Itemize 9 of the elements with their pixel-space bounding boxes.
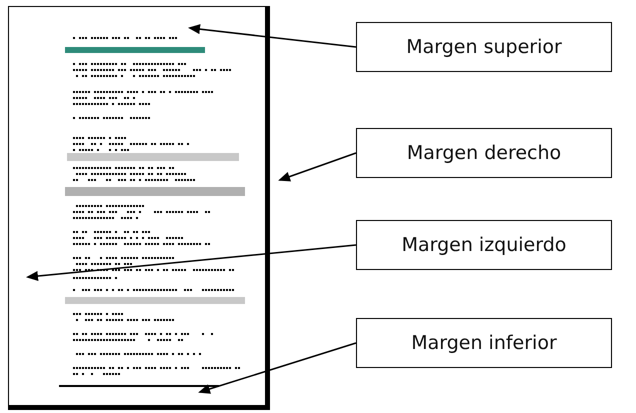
callout-box: Margen superior [356, 22, 612, 72]
callout-box: Margen derecho [356, 128, 612, 178]
callout-box: Margen izquierdo [356, 220, 612, 270]
leader-line [278, 152, 356, 182]
leader-line [188, 24, 356, 48]
document-page [8, 6, 270, 410]
leader-line [198, 342, 356, 394]
leader-line [26, 244, 356, 281]
callout-box: Margen inferior [356, 318, 612, 368]
